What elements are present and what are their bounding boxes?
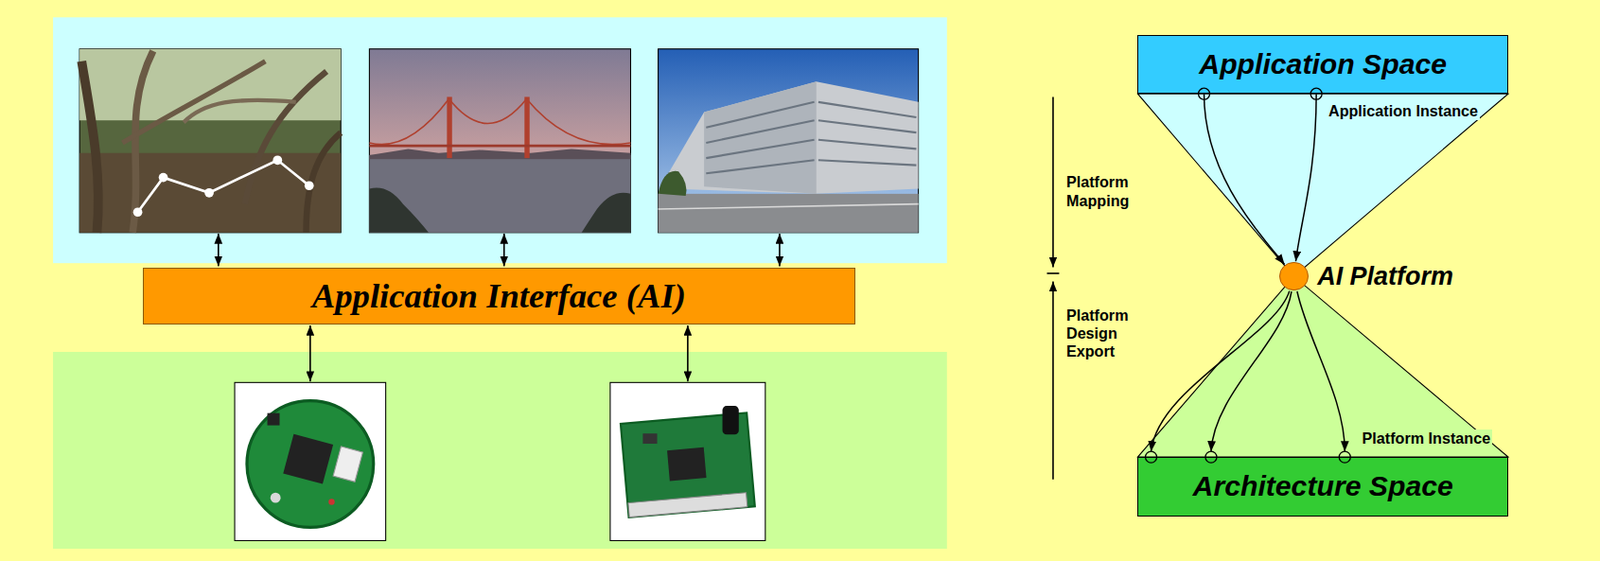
sensor-board-photo (234, 382, 387, 541)
space-box: Architecture Space (1137, 457, 1508, 517)
instance-arrow (1211, 291, 1292, 452)
radio-board-photo (610, 382, 766, 541)
box-title: Application Interface (AI) (312, 275, 686, 317)
instance-arrow (1295, 93, 1317, 262)
box-title: Architecture Space (1193, 470, 1454, 503)
instance-arrow (1151, 291, 1290, 452)
application-panel (52, 17, 948, 264)
annotation-label: Platform Mapping (1066, 173, 1159, 211)
platform-label: AI Platform (1317, 262, 1454, 292)
space-box: Application Space (1137, 35, 1508, 95)
architecture-panel (52, 351, 948, 549)
export-triangle (1137, 276, 1508, 458)
box-title: Application Space (1198, 48, 1447, 81)
instance-arrow (1204, 93, 1285, 264)
bridge-photo (369, 49, 631, 233)
platform-circle: AI Platform (1279, 262, 1308, 291)
instance-arrow (1297, 291, 1345, 452)
annotation-label: Application Instance (1326, 102, 1480, 121)
annotation-label: Platform Design Export (1066, 306, 1159, 362)
mapping-triangle (1137, 93, 1508, 277)
side-arrow (1046, 96, 1059, 479)
orchard-photo (79, 49, 341, 233)
building-photo (658, 49, 919, 233)
annotation-label: Platform Instance (1360, 429, 1494, 448)
interface-bar: Application Interface (AI) (142, 267, 856, 325)
